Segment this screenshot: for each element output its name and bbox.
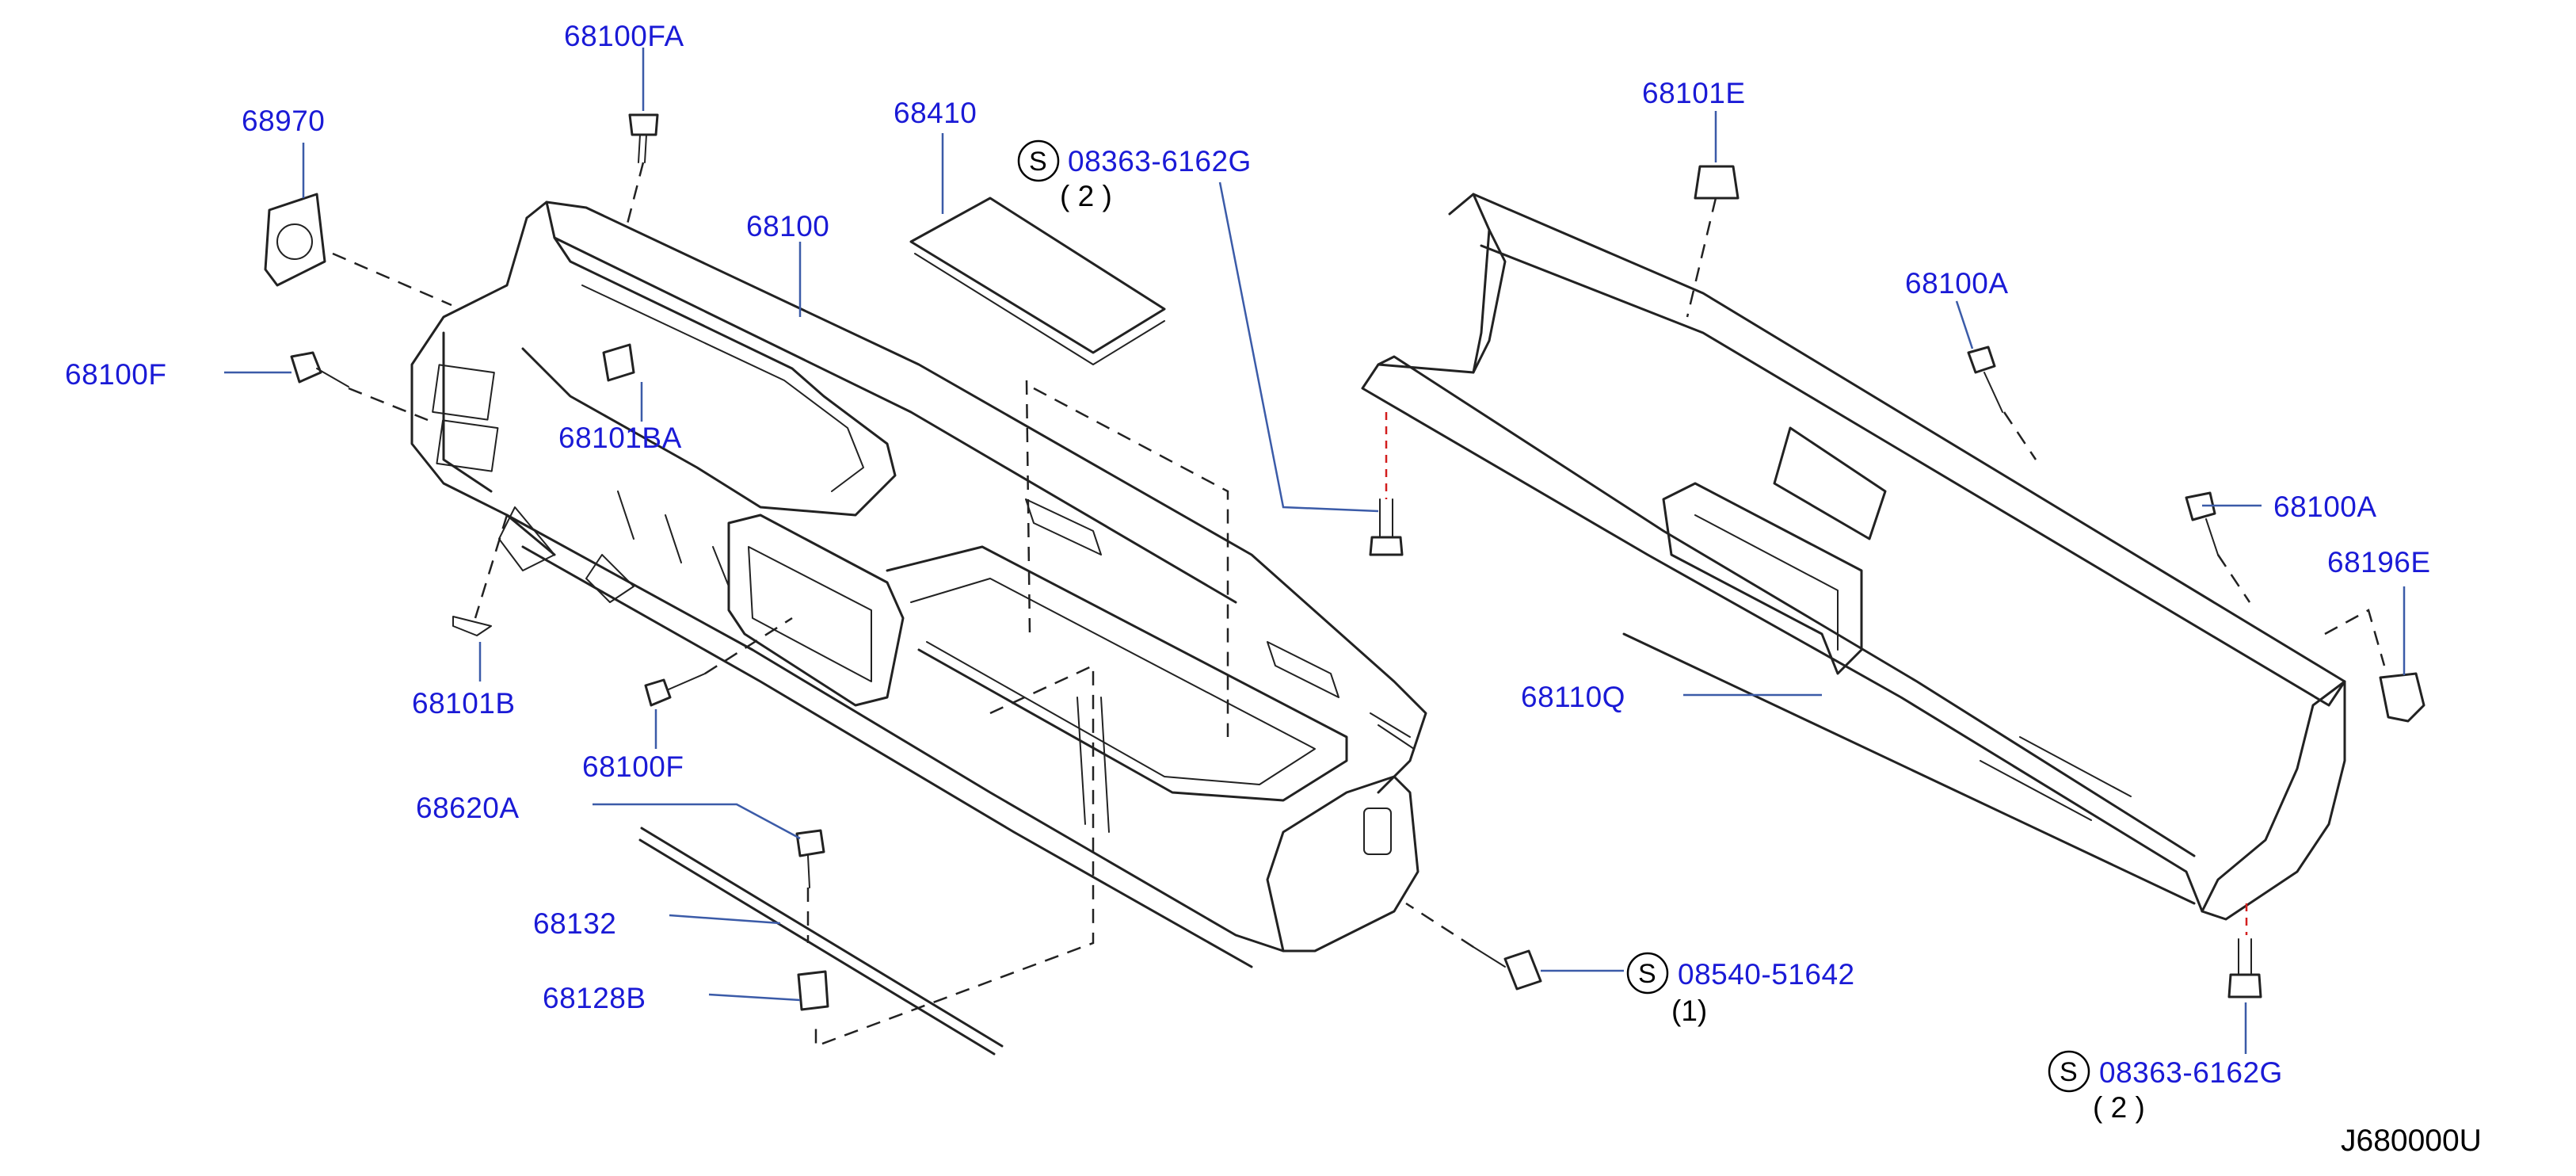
clip-icon (2379, 672, 2425, 723)
bracket-icon (264, 193, 326, 287)
clip-icon (795, 829, 825, 857)
label-68132: 68132 (533, 907, 616, 940)
label-68101E: 68101E (1642, 77, 1746, 109)
label-68100F-bottom: 68100F (582, 750, 684, 783)
lid-icon (909, 197, 1166, 354)
label-68100FA: 68100FA (564, 20, 684, 52)
small-parts (264, 113, 2425, 1056)
label-68620A: 68620A (416, 792, 520, 824)
steering-member-frame (1361, 193, 2346, 921)
label-68100F-left: 68100F (65, 358, 167, 391)
instrument-panel-assembly (410, 200, 1427, 968)
label-68410: 68410 (894, 97, 977, 129)
label-68100: 68100 (746, 210, 829, 242)
label-68101B: 68101B (412, 687, 516, 720)
label-68100A-right: 68100A (2273, 491, 2377, 523)
s-symbol-bottom: S (2060, 1057, 2078, 1087)
label-08540: 08540-51642 (1678, 958, 1855, 991)
s-symbol-mid: S (1638, 959, 1656, 989)
bolt-icon (1967, 346, 1996, 374)
clip-icon (797, 970, 829, 1011)
guide-lines (332, 162, 2386, 1048)
clip-icon (602, 343, 635, 382)
standard-part-icon (1017, 139, 1060, 182)
diagram-code: J680000U (2341, 1124, 2482, 1158)
screw-icon (644, 678, 672, 707)
qty-08363-bottom: ( 2 ) (2093, 1091, 2145, 1124)
bolt-icon (2227, 973, 2262, 998)
label-08363-top: 08363-6162G (1068, 145, 1252, 178)
bolt-icon (1503, 949, 1542, 991)
label-68970: 68970 (242, 105, 325, 137)
standard-part-icon (2048, 1050, 2090, 1093)
s-symbol-top: S (1029, 147, 1047, 177)
label-68110Q: 68110Q (1521, 681, 1625, 713)
standard-part-icon (1626, 952, 1669, 995)
leader-lines (224, 48, 2406, 1054)
qty-08540: (1) (1671, 995, 1707, 1027)
screw-icon (290, 351, 322, 384)
label-08363-bottom: 08363-6162G (2099, 1056, 2283, 1089)
label-68101BA: 68101BA (558, 422, 682, 454)
label-68100A-top: 68100A (1905, 267, 2009, 300)
label-68196E: 68196E (2327, 546, 2431, 578)
clip-icon (628, 113, 659, 136)
clip-icon (1694, 165, 1740, 200)
clip-icon (452, 616, 492, 636)
qty-08363-top: ( 2 ) (1060, 180, 1112, 212)
part-labels: 68100FA 68970 68410 68100 68100F 68101BA… (65, 20, 2482, 1158)
label-68128B: 68128B (543, 982, 646, 1014)
bolt-icon (1369, 536, 1404, 556)
bolt-icon (2185, 491, 2216, 521)
